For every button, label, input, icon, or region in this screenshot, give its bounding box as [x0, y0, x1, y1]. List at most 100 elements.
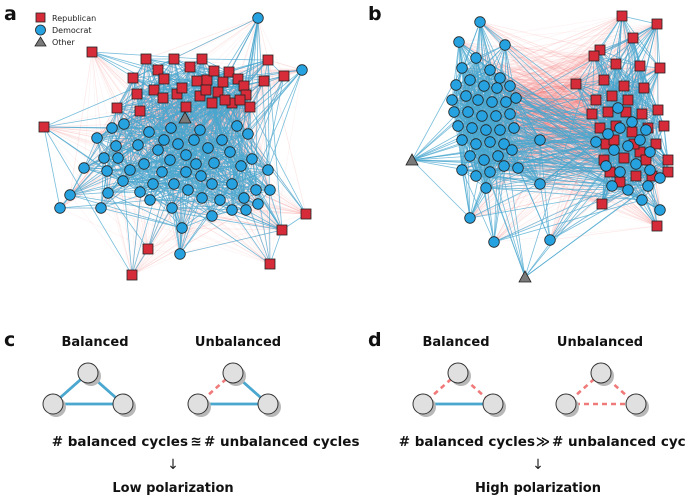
democrat-node [144, 194, 156, 206]
positive-edge [229, 151, 245, 199]
democrat-node [166, 202, 178, 214]
democrat-node [180, 149, 192, 161]
positive-edge [219, 169, 269, 201]
republican-node [142, 243, 154, 255]
negative-edge [179, 213, 307, 255]
republican-node [262, 54, 274, 66]
negative-edge [107, 192, 271, 265]
negative-edge [469, 37, 634, 81]
positive-edge [229, 151, 271, 191]
republican-node [217, 76, 229, 88]
democrat-node [132, 139, 144, 151]
negative-edge [489, 23, 658, 71]
republican-node [276, 224, 288, 236]
negative-edge [489, 15, 623, 71]
negative-edge [257, 80, 265, 205]
positive-edge [195, 163, 269, 171]
republican-node [126, 269, 138, 281]
negative-edge [96, 93, 138, 139]
negative-edge [236, 59, 269, 127]
negative-edge [219, 199, 307, 215]
democrat-node [172, 138, 184, 150]
positive-edge [479, 21, 501, 79]
democrat-node [190, 158, 202, 170]
negative-edge [549, 225, 658, 241]
democrat-node [158, 134, 170, 146]
democrat-node [226, 204, 238, 216]
negative-edge [509, 49, 601, 87]
positive-edge [211, 102, 283, 231]
positive-edge [107, 192, 183, 229]
republican-node [244, 101, 256, 113]
positive-edge [43, 126, 133, 276]
republican-node [148, 84, 160, 96]
negative-edge [509, 79, 605, 87]
positive-edge [249, 106, 307, 215]
democrat-node [195, 170, 207, 182]
positive-edge [43, 126, 61, 209]
positive-edge [211, 165, 242, 217]
democrat-node [252, 198, 264, 210]
republican-node [208, 65, 220, 77]
negative-edge [100, 79, 208, 209]
negative-edge [100, 79, 208, 209]
republican-node [201, 74, 213, 86]
positive-edge [103, 131, 150, 159]
republican-node [180, 101, 192, 113]
democrat-node [152, 144, 164, 156]
democrat-node [214, 194, 226, 206]
republican-node [140, 53, 152, 65]
negative-edge [489, 67, 661, 71]
democrat-node [235, 160, 247, 172]
negative-edge [181, 227, 283, 231]
republican-node [232, 73, 244, 85]
positive-edge [599, 49, 641, 67]
negative-edge [91, 51, 102, 209]
republican-node [264, 258, 276, 270]
negative-edge [269, 189, 307, 215]
democrat-node [240, 204, 252, 216]
legend-other-label: Other [52, 38, 75, 47]
democrat-node [134, 186, 146, 198]
negative-edge [96, 93, 138, 139]
negative-edge [251, 158, 307, 215]
negative-edge [489, 69, 605, 81]
negative-edge [515, 97, 658, 227]
negative-edge [237, 17, 259, 80]
democrat-node [174, 248, 186, 260]
democrat-node [188, 134, 200, 146]
legend-democrat-label: Democrat [52, 26, 92, 35]
positive-edge [632, 37, 669, 161]
positive-edge [69, 180, 124, 196]
republican-node [258, 75, 270, 87]
positive-edge [181, 163, 197, 229]
negative-edge [475, 15, 623, 59]
positive-edge [116, 87, 183, 109]
negative-edge [515, 83, 577, 99]
negative-edge [475, 57, 577, 85]
negative-edge [181, 227, 283, 231]
democrat-node [95, 202, 107, 214]
negative-edge [269, 189, 307, 215]
negative-edge [100, 79, 208, 209]
democrat-node [246, 153, 258, 165]
negative-edge [131, 189, 257, 276]
negative-edge [257, 17, 307, 215]
positive-edge [173, 183, 221, 201]
negative-edge [69, 51, 93, 196]
democrat-node [98, 152, 110, 164]
republican-node [238, 80, 250, 92]
negative-edge [139, 191, 149, 250]
democrat-node [106, 122, 118, 134]
legend-republican-marker [35, 12, 46, 23]
positive-edge [149, 171, 187, 201]
positive-edge [103, 58, 147, 159]
democrat-node [238, 192, 250, 204]
nodes-a [38, 12, 312, 281]
positive-edge [152, 171, 187, 185]
democrat-node [168, 178, 180, 190]
negative-edge [100, 207, 283, 231]
republican-node [152, 64, 164, 76]
positive-edge [267, 59, 283, 231]
positive-edge [245, 209, 283, 231]
